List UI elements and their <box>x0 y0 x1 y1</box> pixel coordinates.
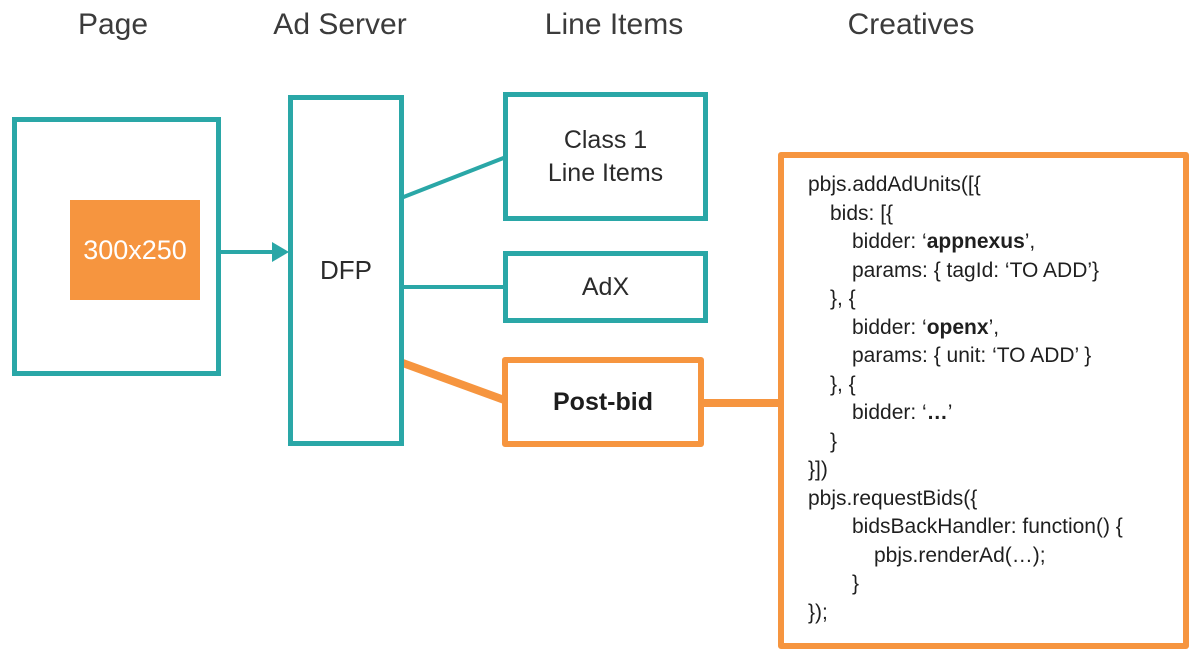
code-line: pbjs.addAdUnits([{ <box>808 173 981 196</box>
header-ad-server: Ad Server <box>273 8 407 41</box>
header-page: Page <box>77 8 149 41</box>
postbid-box: Post-bid <box>502 357 704 447</box>
code-line: } <box>852 572 860 595</box>
creatives-code-box: pbjs.addAdUnits([{ bids: [{ bidder: ‘appne… <box>778 152 1189 649</box>
connector-dfp-postbid <box>398 358 509 405</box>
code-line: pbjs.requestBids({ <box>808 486 978 510</box>
adx-label: AdX <box>581 272 630 301</box>
code-line: bidder: ‘openx’, <box>852 315 1000 339</box>
code-line: }, { <box>830 372 856 396</box>
dfp-label: DFP <box>320 255 372 285</box>
code-line: bids: [{ <box>830 201 894 225</box>
code-line: }]) <box>808 458 828 481</box>
adx-box: AdX <box>503 251 708 323</box>
postbid-label: Post-bid <box>553 387 653 416</box>
dfp-box: DFP <box>288 95 404 446</box>
code-line: bidder: ‘appnexus’, <box>852 230 1036 253</box>
header-line-items: Line Items <box>544 8 684 41</box>
code-line: } <box>830 429 838 453</box>
connector-adslot-dfp-arrowhead <box>272 242 289 262</box>
ad-slot-box: 300x250 <box>70 200 200 300</box>
creatives-code: pbjs.addAdUnits([{ bids: [{ bidder: ‘appne… <box>784 158 1183 627</box>
code-line: params: { unit: ‘TO ADD’ } <box>852 344 1092 367</box>
ad-slot-label: 300x250 <box>83 234 187 265</box>
code-line: bidsBackHandler: function() { <box>852 515 1123 538</box>
code-line: pbjs.renderAd(…); <box>874 543 1046 567</box>
class1-line-items-box: Class 1 Line Items <box>503 92 708 221</box>
connector-dfp-class1 <box>400 155 507 200</box>
code-line: params: { tagId: ‘TO ADD’} <box>852 258 1100 282</box>
code-line: }, { <box>830 287 856 310</box>
header-creatives: Creatives <box>847 8 975 41</box>
class1-line-items-label: Class 1 Line Items <box>547 125 664 187</box>
code-line: bidder: ‘…’ <box>852 401 953 424</box>
code-line: }); <box>808 600 828 624</box>
